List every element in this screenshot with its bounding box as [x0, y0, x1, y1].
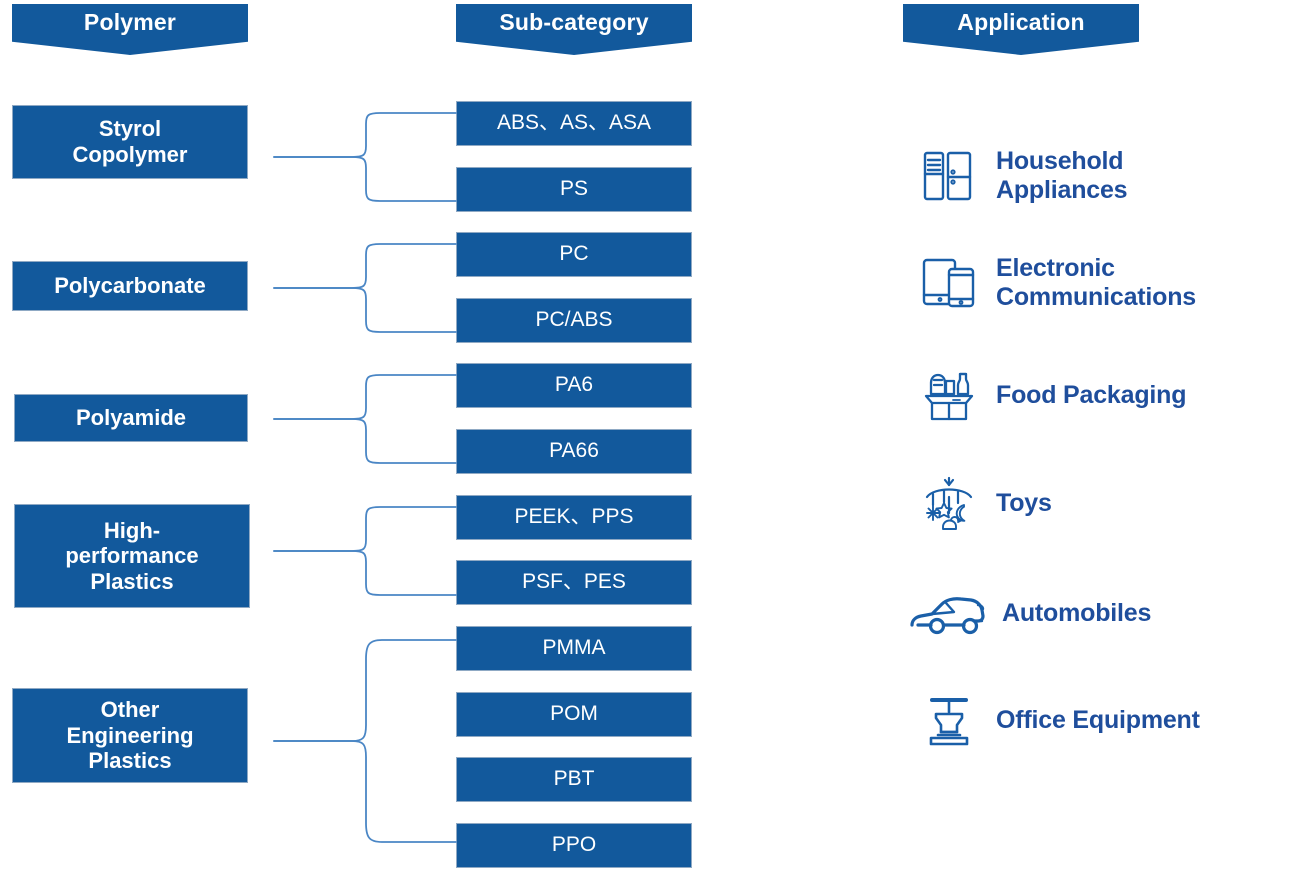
- subcategory-label: ABS、AS、ASA: [496, 111, 652, 135]
- column-header-polymer: Polymer: [12, 4, 248, 55]
- application-row-food-packaging[interactable]: Food Packaging: [918, 365, 1186, 427]
- subcategory-label: PEEK、PPS: [514, 505, 634, 529]
- application-row-electronic-communications[interactable]: Electronic Communications: [918, 252, 1196, 314]
- subcategory-label: PSF、PES: [522, 570, 626, 594]
- column-header-sub-category-label: Sub-category: [499, 9, 649, 35]
- subcategory-label: PS: [559, 177, 588, 201]
- polymer-box-other-engineering-plastics[interactable]: Other Engineering Plastics: [12, 688, 248, 783]
- column-header-sub-category: Sub-category: [456, 4, 692, 55]
- toys-icon: [918, 473, 980, 535]
- subcategory-label: PA6: [554, 373, 594, 397]
- column-header-application-label: Application: [957, 9, 1085, 35]
- polymer-label: Styrol Copolymer: [72, 116, 188, 167]
- brace-connector-polycarbonate: [273, 243, 457, 333]
- subcategory-box-pbt[interactable]: PBT: [456, 757, 692, 802]
- brace-connector-high-performance-plastics: [273, 506, 457, 596]
- application-label: Food Packaging: [996, 381, 1187, 410]
- application-label: Electronic Communications: [996, 253, 1196, 311]
- subcategory-box-pc[interactable]: PC: [456, 232, 692, 277]
- household-appliances-icon: [918, 145, 980, 207]
- subcategory-label: PBT: [553, 767, 595, 791]
- subcategory-box-ps[interactable]: PS: [456, 167, 692, 212]
- polymer-box-styrol-copolymer[interactable]: Styrol Copolymer: [12, 105, 248, 179]
- polymer-label: Polycarbonate: [54, 273, 206, 299]
- polymer-box-polyamide[interactable]: Polyamide: [14, 394, 248, 442]
- subcategory-box-peek-pps[interactable]: PEEK、PPS: [456, 495, 692, 540]
- office-equipment-icon: [918, 690, 980, 752]
- polymer-box-polycarbonate[interactable]: Polycarbonate: [12, 261, 248, 311]
- subcategory-box-pmma[interactable]: PMMA: [456, 626, 692, 671]
- application-label: Toys: [996, 489, 1052, 518]
- subcategory-box-pom[interactable]: POM: [456, 692, 692, 737]
- subcategory-box-abs-as-asa[interactable]: ABS、AS、ASA: [456, 101, 692, 146]
- food-packaging-icon: [918, 365, 980, 427]
- subcategory-label: PMMA: [542, 636, 606, 660]
- subcategory-box-pc-abs[interactable]: PC/ABS: [456, 298, 692, 343]
- brace-connector-other-engineering-plastics: [273, 639, 457, 843]
- application-row-toys[interactable]: Toys: [918, 473, 1052, 535]
- application-row-household-appliances[interactable]: Household Appliances: [918, 145, 1128, 207]
- subcategory-label: PA66: [549, 439, 599, 463]
- column-header-polymer-label: Polymer: [83, 9, 177, 35]
- polymer-label: Other Engineering Plastics: [66, 697, 194, 774]
- polymer-label: High- performance Plastics: [65, 517, 199, 594]
- subcategory-box-pa6[interactable]: PA6: [456, 363, 692, 408]
- application-row-office-equipment[interactable]: Office Equipment: [918, 690, 1200, 752]
- polymer-box-high-performance-plastics[interactable]: High- performance Plastics: [14, 504, 250, 608]
- application-row-automobiles[interactable]: Automobiles: [908, 583, 1151, 645]
- polymer-label: Polyamide: [75, 405, 187, 431]
- electronic-communications-icon: [918, 252, 980, 314]
- column-header-application: Application: [903, 4, 1139, 55]
- application-label: Automobiles: [1002, 599, 1152, 628]
- automobiles-icon: [908, 583, 986, 645]
- subcategory-label: PC/ABS: [535, 308, 613, 332]
- subcategory-label: PPO: [551, 833, 597, 857]
- brace-connector-polyamide: [273, 374, 457, 464]
- subcategory-box-pa66[interactable]: PA66: [456, 429, 692, 474]
- subcategory-box-psf-pes[interactable]: PSF、PES: [456, 560, 692, 605]
- subcategory-box-ppo[interactable]: PPO: [456, 823, 692, 868]
- application-label: Office Equipment: [996, 706, 1200, 735]
- subcategory-label: POM: [550, 702, 598, 726]
- brace-connector-styrol-copolymer: [273, 112, 457, 202]
- application-label: Household Appliances: [996, 146, 1128, 204]
- subcategory-label: PC: [559, 242, 589, 266]
